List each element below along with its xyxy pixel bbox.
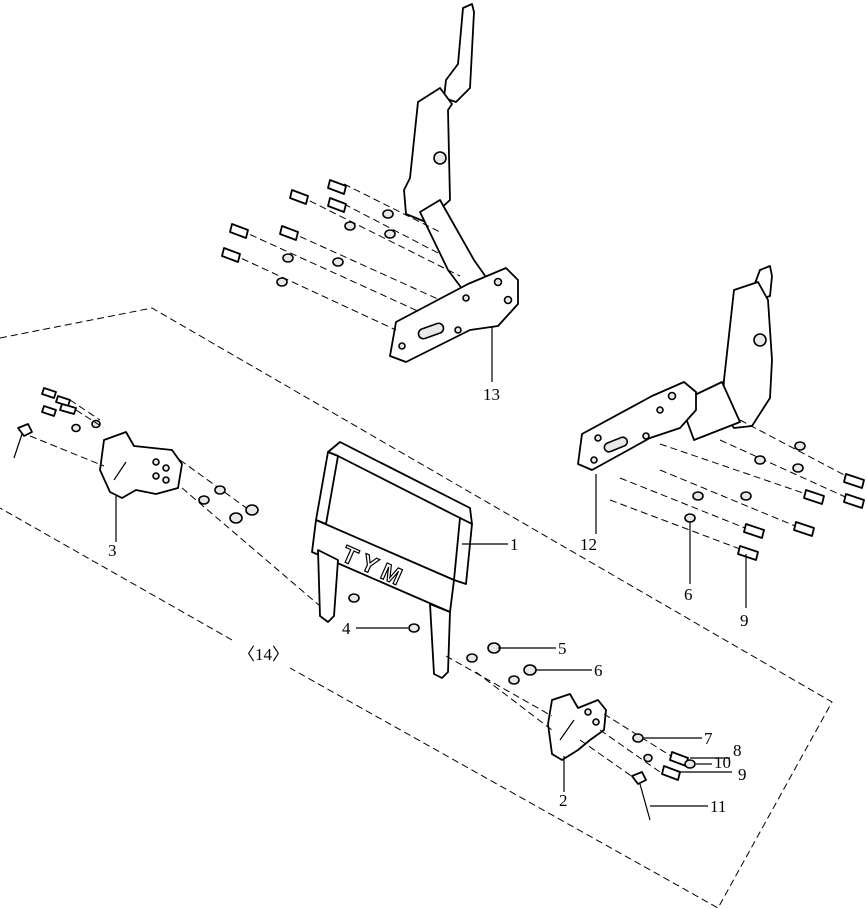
callout-9-lower: 9	[738, 765, 747, 784]
callout-1: 1	[510, 535, 519, 554]
assembly-boundary	[0, 307, 833, 909]
callout-12: 12	[580, 535, 597, 554]
callout-4: 4	[342, 619, 351, 638]
callout-14-assembly: 〈14〉	[238, 645, 289, 664]
callout-9-upper: 9	[740, 611, 749, 630]
part-13-left-bracket	[389, 3, 519, 363]
part-12-fasteners	[609, 419, 865, 561]
part-3-fasteners	[13, 387, 321, 607]
callout-3: 3	[108, 541, 117, 560]
callout-6-lower: 6	[594, 661, 603, 680]
callout-7: 7	[704, 729, 713, 748]
callout-5: 5	[558, 639, 567, 658]
part-12-right-bracket	[577, 265, 773, 471]
callout-11: 11	[710, 797, 726, 816]
callout-13: 13	[483, 385, 500, 404]
callout-6-upper: 6	[684, 585, 693, 604]
leader-lines	[115, 326, 747, 807]
callout-2: 2	[559, 791, 568, 810]
callout-8: 8	[733, 741, 742, 760]
part-1-front-guard: TYM	[311, 441, 473, 679]
part-3-left-plate	[99, 431, 183, 499]
part-13-fasteners	[221, 179, 461, 331]
callout-10: 10	[714, 753, 731, 772]
callout-labels: 1 2 3 4 5 6 6 7 8 9 9 10 11 12 13 〈14〉	[108, 385, 749, 816]
part-2-right-plate	[547, 693, 607, 761]
part-2-fasteners	[445, 642, 696, 821]
